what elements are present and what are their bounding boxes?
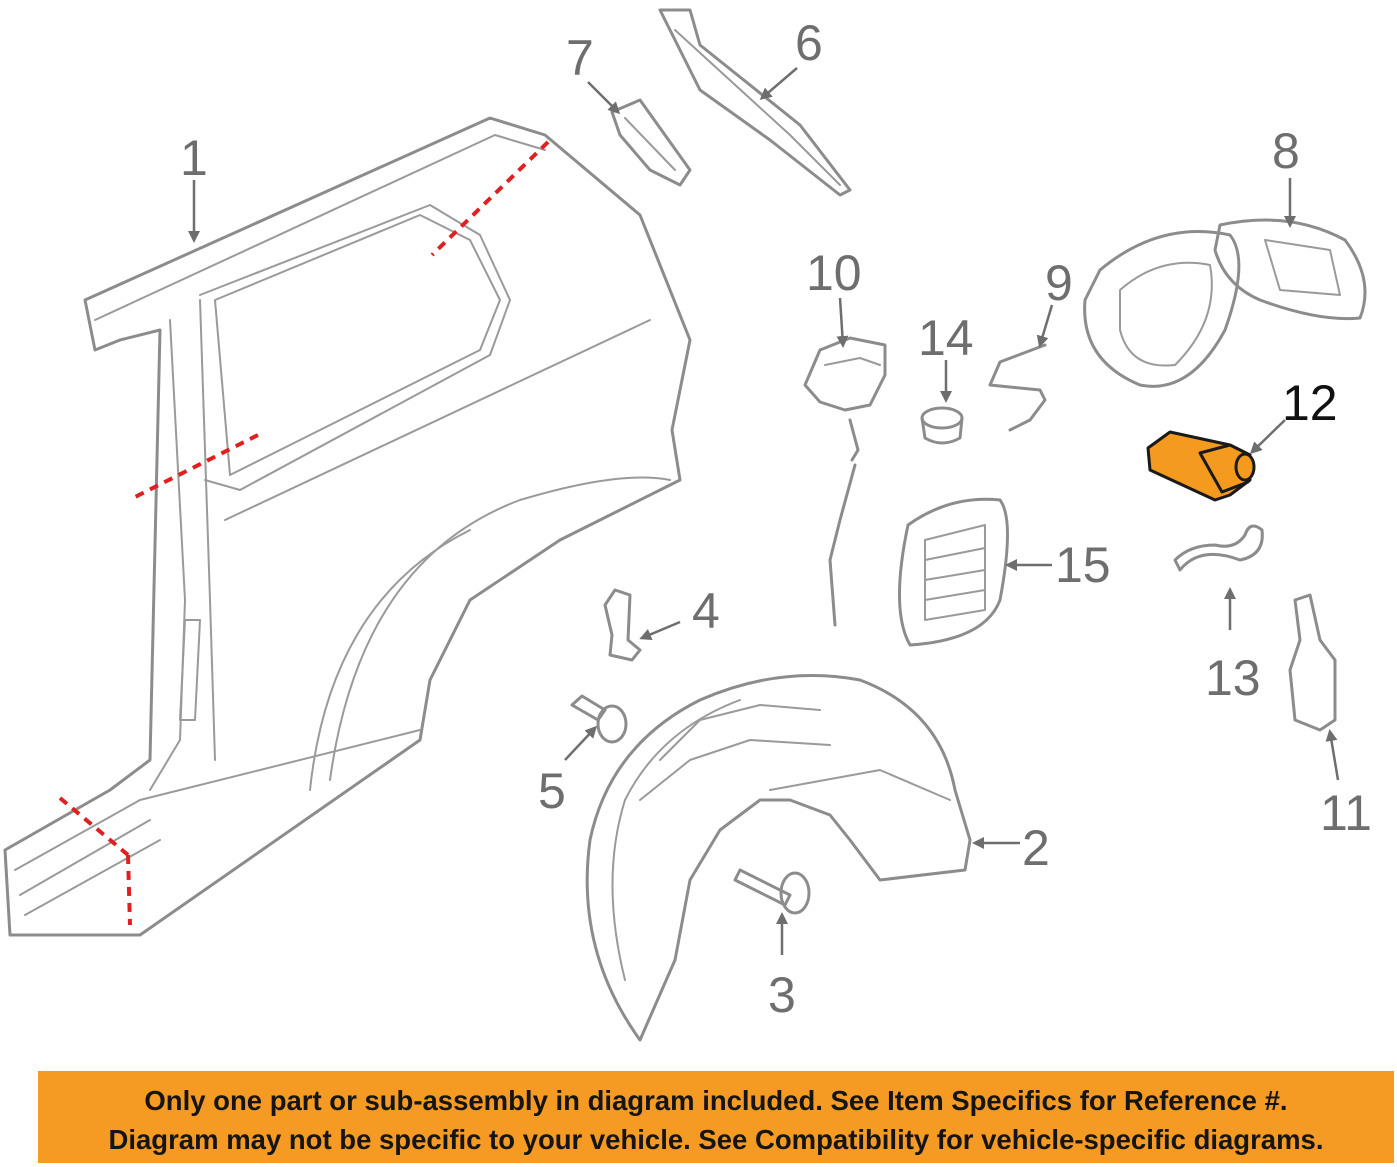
callout-14: 14	[918, 310, 974, 366]
callout-8: 8	[1272, 123, 1300, 179]
disclaimer-banner: Only one part or sub-assembly in diagram…	[38, 1071, 1394, 1163]
part-15-vent	[898, 497, 1009, 647]
part-13-hose	[1173, 524, 1264, 572]
part-5-push-pin	[570, 694, 628, 744]
callout-4: 4	[692, 583, 720, 639]
part-14-grommet	[920, 406, 964, 445]
part-7-bracket	[610, 98, 692, 187]
callout-7: 7	[566, 30, 594, 86]
callout-13: 13	[1205, 650, 1261, 706]
part-3-screw	[733, 868, 811, 915]
callout-9: 9	[1045, 255, 1073, 311]
callout-6: 6	[795, 15, 823, 71]
part-11-bracket	[1288, 593, 1337, 732]
part-2-wheel-liner	[585, 674, 972, 1042]
callout-1: 1	[180, 130, 208, 186]
cut-lines	[58, 140, 550, 926]
part-8-fuel-door	[1083, 218, 1367, 388]
part-6-reinforcement	[658, 8, 852, 197]
callout-2: 2	[1022, 820, 1050, 876]
disclaimer-line-1: Only one part or sub-assembly in diagram…	[144, 1085, 1288, 1116]
part-1-quarter-panel	[3, 116, 692, 937]
callout-3: 3	[768, 967, 796, 1023]
part-9-rod	[988, 343, 1047, 432]
part-10-actuator	[803, 336, 887, 627]
disclaimer-line-2: Diagram may not be specific to your vehi…	[108, 1124, 1324, 1155]
leader-lines	[188, 67, 1340, 955]
callout-11: 11	[1320, 785, 1372, 841]
part-4-clip	[603, 588, 642, 662]
callout-5: 5	[538, 763, 566, 819]
part-12-highlighted	[1146, 430, 1256, 502]
callout-12: 12	[1282, 375, 1338, 431]
callout-10: 10	[806, 245, 862, 301]
parts-diagram: 1 2 3 4 5 6 7 8 9 10 11 12 13 14 15	[3, 8, 1372, 1042]
callout-15: 15	[1055, 537, 1111, 593]
callout-labels: 1 2 3 4 5 6 7 8 9 10 11 12 13 14 15	[180, 15, 1372, 1023]
